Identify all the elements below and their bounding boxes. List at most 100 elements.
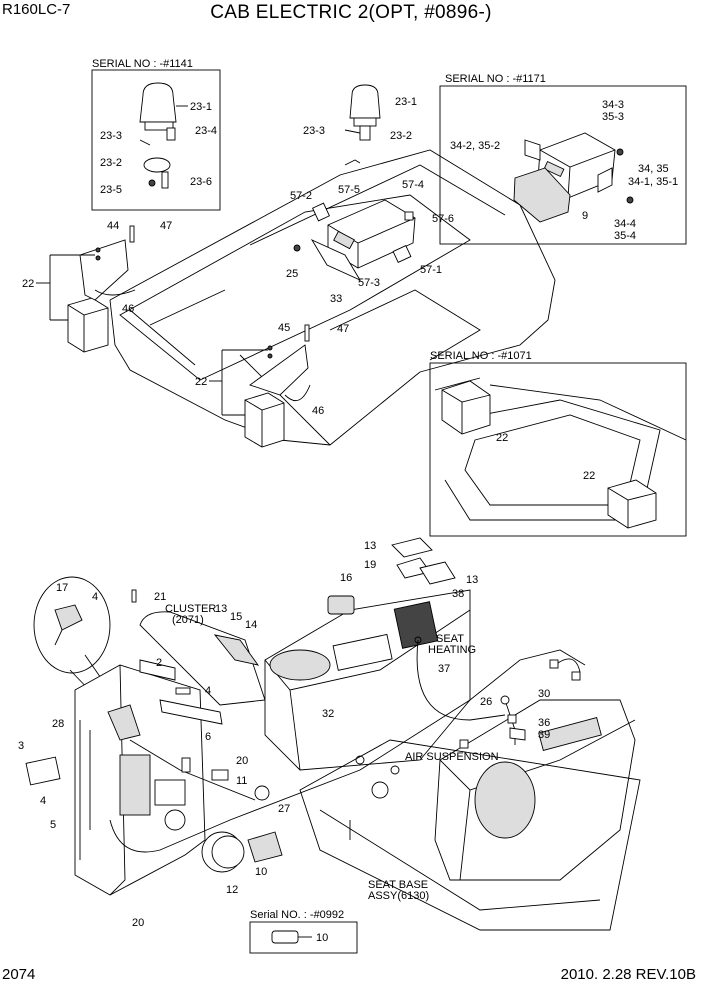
callout-57-6: 57-6 [432,213,454,225]
callout-57-1: 57-1 [420,264,442,276]
callout-6: 6 [205,731,211,743]
callout-17: 17 [56,582,68,594]
callout-46-b: 46 [312,405,324,417]
callout-5: 5 [50,819,56,831]
callout-57-4: 57-4 [402,179,424,191]
callout-39: 39 [538,729,550,741]
callout-34-2-35-2: 34-2, 35-2 [450,140,500,152]
callout-33: 33 [330,293,342,305]
callout-57-2: 57-2 [290,190,312,202]
callout-28: 28 [52,718,64,730]
callout-34-1-35-1: 34-1, 35-1 [628,176,678,188]
lighter-inset-box [249,921,358,954]
cab-roof [109,149,556,446]
lamp-inset-view [434,377,687,529]
callout-10-b: 10 [316,932,328,944]
seat-base-note-1: SEAT BASE [368,879,428,891]
radio-unit-inset [513,132,634,223]
callout-14: 14 [245,619,257,631]
lighter-serial-label: Serial NO. : -#0992 [250,909,344,921]
callout-23-6-a: 23-6 [190,176,212,188]
callout-30: 30 [538,688,550,700]
callout-22-d: 22 [583,470,595,482]
callout-23-2-b: 23-2 [390,130,412,142]
callout-57-5: 57-5 [338,184,360,196]
air-suspension-note: AIR SUSPENSION [405,751,499,763]
callout-4-c: 4 [40,795,46,807]
callout-23-1-b: 23-1 [395,96,417,108]
callout-21: 21 [154,591,166,603]
seat-base-frame [299,739,641,931]
callout-23-3-a: 23-3 [100,130,122,142]
lighter-inset-part [271,930,312,944]
radio-serial-label: SERIAL NO : -#1171 [445,73,546,85]
callout-38: 38 [452,588,464,600]
model-label: R160LC-7 [2,1,71,18]
callout-27: 27 [278,803,290,815]
callout-19: 19 [364,559,376,571]
callout-22-b: 22 [195,376,207,388]
callout-36: 36 [538,717,550,729]
callout-35-4: 35-4 [614,230,636,242]
callout-2: 2 [156,657,162,669]
callout-34-35: 34, 35 [638,163,669,175]
callout-4-b: 4 [205,685,211,697]
callout-23-4-a: 23-4 [195,125,217,137]
callout-15: 15 [230,611,242,623]
cluster-panel [131,589,266,725]
beacon-serial-label: SERIAL NO : -#1141 [92,58,193,70]
callout-46-a: 46 [122,303,134,315]
callout-32: 32 [322,708,334,720]
beacon-lamp-inset [139,82,177,189]
page-title: CAB ELECTRIC 2(OPT, #0896-) [210,2,492,23]
callout-37: 37 [438,663,450,675]
callout-23-1-a: 23-1 [190,101,212,113]
callout-34-3: 34-3 [602,99,624,111]
radio-inset-box [439,85,687,245]
callout-35-3: 35-3 [602,111,624,123]
callout-23-2-a: 23-2 [100,157,122,169]
callout-16: 16 [340,572,352,584]
callout-20-b: 20 [132,917,144,929]
center-console [264,537,506,771]
seat-harness [359,649,586,771]
seat-base-note-2: ASSY(6130) [368,890,429,902]
callout-11: 11 [236,775,247,787]
gauge-and-lighter [175,687,283,873]
beacon-inset-box [91,69,221,211]
work-lamp-left [67,225,136,353]
callout-13-b: 13 [466,574,478,586]
seat-heating-note-2: HEATING [428,644,476,656]
cluster-note: CLUSTER [165,603,216,615]
callout-23-5-a: 23-5 [100,184,122,196]
cluster-ref-note: (2071) [172,614,204,626]
callout-47-b: 47 [337,323,349,335]
page-number: 2074 [2,966,36,983]
callout-22-a: 22 [22,278,34,290]
lamp-inset-box [429,362,687,537]
beacon-lamp-roof [344,84,381,141]
callout-3: 3 [18,740,24,752]
callout-13-c: 13 [215,603,227,615]
callout-9: 9 [582,210,588,222]
callout-34-4: 34-4 [614,218,636,230]
radio-unit [293,199,416,282]
callout-25: 25 [286,268,298,280]
callout-26: 26 [480,696,492,708]
callout-45: 45 [278,322,290,334]
right-seat-console [434,699,636,881]
callout-23-3-b: 23-3 [303,125,325,137]
callout-20-a: 20 [236,755,248,767]
callout-13-a: 13 [364,540,376,552]
callout-12: 12 [226,884,238,896]
work-lamp-right [244,324,311,448]
callout-4-a: 4 [92,591,98,603]
left-side-console [25,664,361,896]
callout-47-a: 47 [160,220,172,232]
date-revision: 2010. 2.28 REV.10B [560,966,696,983]
callout-22-c: 22 [496,432,508,444]
seat-heating-note-1: SEAT [436,633,464,645]
callout-labels: 23-1 23-3 23-4 23-2 23-5 23-6 23-1 23-3 … [18,96,678,944]
callout-57-3: 57-3 [358,277,380,289]
